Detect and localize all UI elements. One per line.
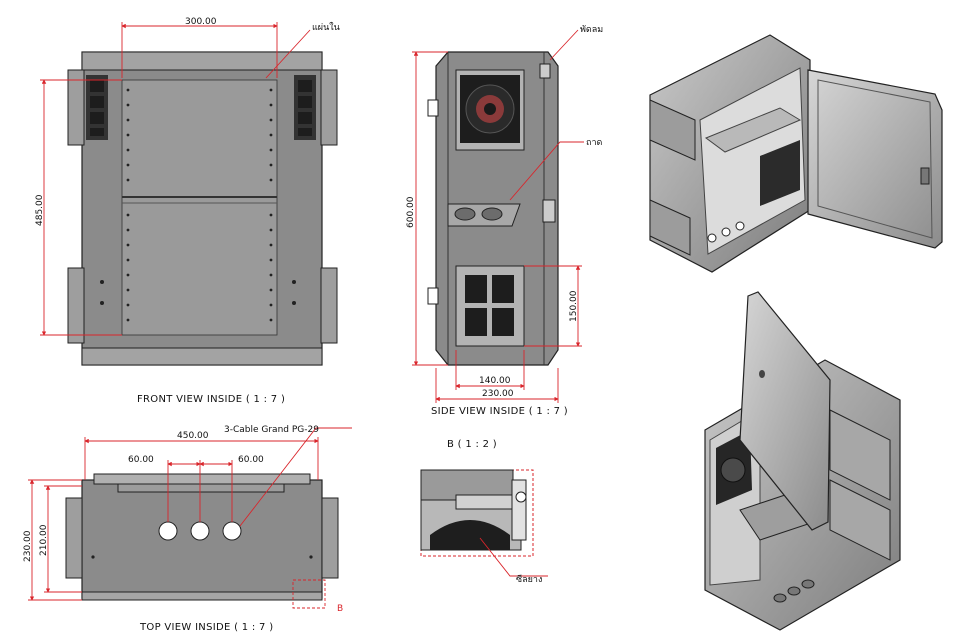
top-inner-depth-dimension: 210.00 (39, 524, 49, 556)
detail-b-view: B ( 1 : 2 ) ซีลยาง (420, 439, 548, 585)
front-width-dimension: 300.00 (185, 17, 217, 27)
cable-gland-hole-3 (222, 521, 242, 541)
front-view-title: FRONT VIEW INSIDE ( 1 : 7 ) (137, 394, 285, 405)
top-view: 450.00 60.00 60.00 230.00 210.00 3-Cable… (23, 425, 352, 633)
side-lower-vent (455, 265, 525, 347)
front-view: 300.00 485.00 แผ่นใน FRONT VIEW INSIDE (… (35, 17, 340, 405)
side-view: 600.00 140.00 230.00 150.00 พัดลม ถาด SI… (406, 25, 603, 417)
isometric-open-lid-view (704, 291, 901, 631)
cable-gland-callout: 3-Cable Grand PG-29 (224, 425, 319, 435)
gland-pitch-1-dimension: 60.00 (128, 455, 154, 465)
detail-b-marker: B (337, 604, 343, 614)
side-vent-width-dimension: 140.00 (479, 376, 511, 386)
top-width-dimension: 450.00 (177, 431, 209, 441)
fan-unit (455, 69, 525, 151)
top-view-title: TOP VIEW INSIDE ( 1 : 7 ) (139, 622, 273, 633)
gland-pitch-2-dimension: 60.00 (238, 455, 264, 465)
top-outer-depth-dimension: 230.00 (23, 530, 33, 562)
side-view-title: SIDE VIEW INSIDE ( 1 : 7 ) (431, 406, 568, 417)
side-depth-dimension: 230.00 (482, 389, 514, 399)
fan-callout: พัดลม (580, 25, 603, 35)
side-vent-height-dimension: 150.00 (569, 290, 579, 322)
front-right-vent (294, 75, 316, 140)
front-left-vent (86, 75, 108, 140)
side-height-dimension: 600.00 (406, 196, 416, 228)
gasket-callout: ซีลยาง (516, 574, 542, 585)
cable-gland-hole-1 (158, 521, 178, 541)
detail-b-title: B ( 1 : 2 ) (447, 439, 497, 450)
tray-callout: ถาด (586, 138, 603, 148)
inner-plate-callout: แผ่นใน (312, 22, 340, 33)
inner-mounting-plate (121, 79, 278, 336)
isometric-open-door-view (649, 34, 943, 273)
front-height-dimension: 485.00 (35, 194, 45, 226)
cable-gland-hole-2 (190, 521, 210, 541)
